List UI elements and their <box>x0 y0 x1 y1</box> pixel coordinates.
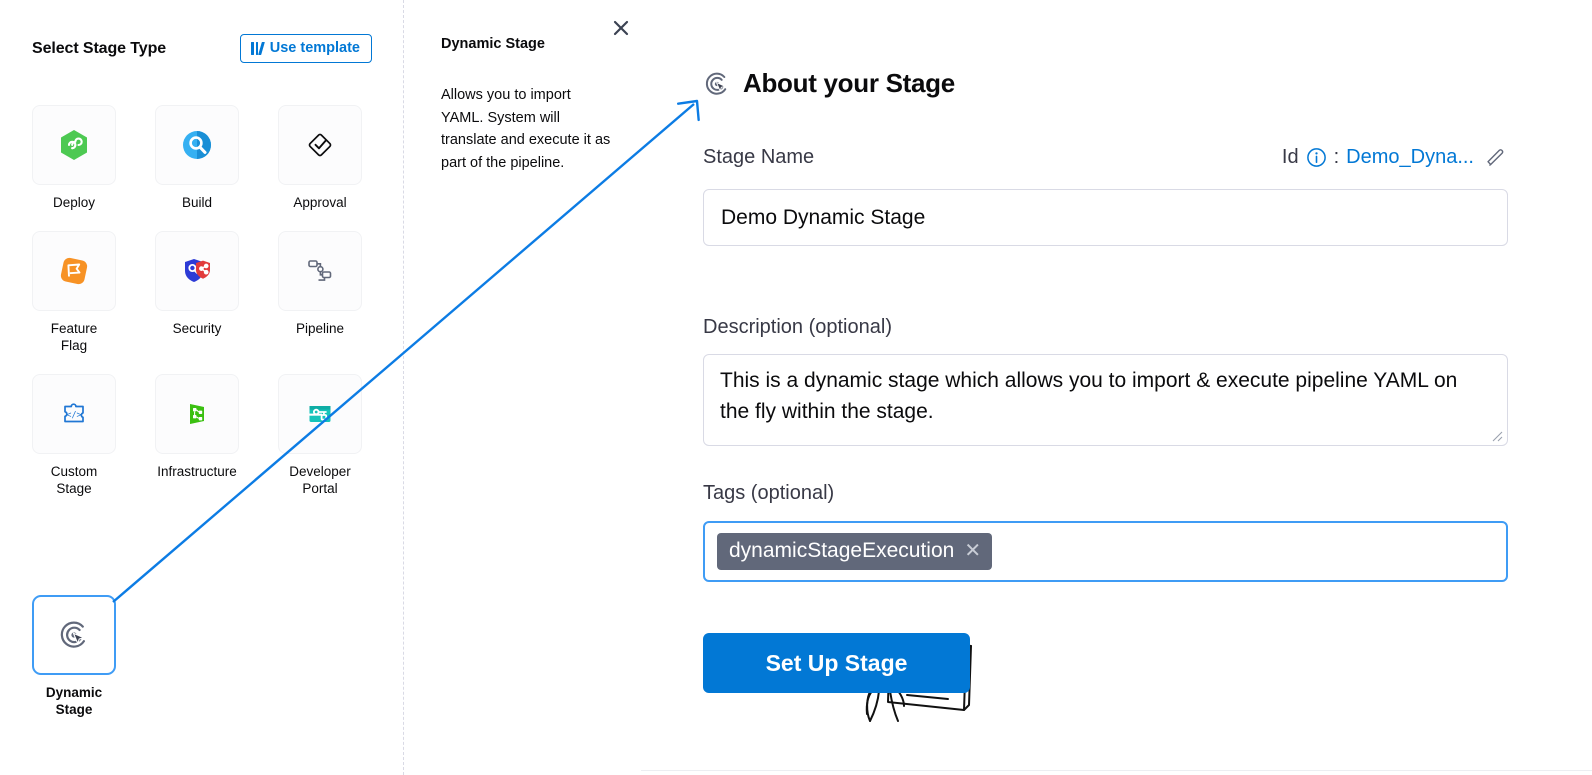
deploy-hexagon-icon <box>57 128 91 162</box>
bottom-divider <box>641 770 1592 771</box>
stage-tile-label: Infrastructure <box>157 463 237 480</box>
about-your-stage-heading: About your Stage <box>743 68 955 99</box>
stage-type-custom-stage[interactable]: </> Custom Stage <box>32 374 116 497</box>
stage-type-security[interactable]: Security <box>155 231 239 354</box>
stage-tile[interactable] <box>155 231 239 311</box>
description-label: Description (optional) <box>703 316 892 339</box>
stage-info-title: Dynamic Stage <box>441 36 545 52</box>
stage-tile-label: Dynamic Stage <box>32 684 116 718</box>
tag-remove-icon[interactable]: ✕ <box>964 541 981 561</box>
set-up-stage-button[interactable]: Set Up Stage <box>703 633 970 693</box>
close-icon <box>612 19 630 37</box>
security-shields-icon <box>180 254 214 288</box>
dynamic-stage-cursor-icon <box>702 69 732 99</box>
stage-tile[interactable] <box>155 105 239 185</box>
stage-id-group: Id : Demo_Dyna... <box>1282 146 1508 169</box>
page-title: Select Stage Type <box>32 40 166 58</box>
about-your-stage-panel: About your Stage Stage Name Id : Demo_Dy… <box>641 0 1592 775</box>
tags-label: Tags (optional) <box>703 482 834 505</box>
stage-type-infrastructure[interactable]: Infrastructure <box>155 374 239 497</box>
stage-tile-label: Developer Portal <box>289 463 351 497</box>
stage-id-value: Demo_Dyna... <box>1346 146 1474 169</box>
stage-tile[interactable] <box>32 105 116 185</box>
template-bars-icon <box>251 42 263 55</box>
stage-tile[interactable]: </> <box>32 374 116 454</box>
stage-id-label: Id <box>1282 146 1299 169</box>
developer-portal-icon <box>304 398 336 430</box>
stage-tile[interactable] <box>278 374 362 454</box>
about-header: About your Stage <box>702 68 955 99</box>
stage-tile-label: Deploy <box>53 194 95 211</box>
stage-type-feature-flag[interactable]: Feature Flag <box>32 231 116 354</box>
svg-text:</>: </> <box>66 409 81 419</box>
stage-tile[interactable] <box>278 105 362 185</box>
stage-type-developer-portal[interactable]: Developer Portal <box>278 374 362 497</box>
stage-tile-label: Build <box>182 194 212 211</box>
stage-tile-label: Approval <box>293 194 346 211</box>
stage-type-grid: Deploy Build <box>32 105 372 497</box>
stage-tile[interactable] <box>32 231 116 311</box>
stage-name-label: Stage Name <box>703 146 814 169</box>
description-textarea[interactable] <box>703 354 1508 446</box>
stage-name-input[interactable] <box>703 189 1508 246</box>
stage-type-dynamic-stage[interactable]: Dynamic Stage <box>32 595 116 718</box>
use-template-button[interactable]: Use template <box>240 34 372 63</box>
infrastructure-icon <box>181 398 213 430</box>
edit-stage-id-button[interactable] <box>1486 147 1508 169</box>
dynamic-stage-cursor-icon <box>56 617 92 653</box>
tag-chip: dynamicStageExecution ✕ <box>717 533 992 570</box>
approval-check-icon <box>303 128 337 162</box>
tag-chip-label: dynamicStageExecution <box>729 537 954 565</box>
tags-input[interactable]: dynamicStageExecution ✕ <box>703 521 1508 582</box>
stage-tile-label: Pipeline <box>296 320 344 337</box>
stage-id-separator: : <box>1334 146 1340 169</box>
stage-info-panel: Dynamic Stage Allows you to import YAML.… <box>404 0 640 775</box>
feature-flag-icon <box>57 254 91 288</box>
stage-tile-label: Feature Flag <box>51 320 98 354</box>
info-icon[interactable] <box>1306 147 1327 168</box>
stage-info-description: Allows you to import YAML. System will t… <box>441 84 611 174</box>
stage-name-row: Stage Name Id : Demo_Dyna... <box>703 146 1508 169</box>
left-panel-header: Select Stage Type Use template <box>32 34 372 63</box>
build-magnifier-icon <box>180 128 214 162</box>
stage-tile-selected[interactable] <box>32 595 116 675</box>
use-template-label: Use template <box>270 40 360 56</box>
stage-type-deploy[interactable]: Deploy <box>32 105 116 211</box>
pencil-icon <box>1486 147 1508 169</box>
stage-type-approval[interactable]: Approval <box>278 105 362 211</box>
custom-stage-code-icon: </> <box>58 398 90 430</box>
stage-tile[interactable] <box>155 374 239 454</box>
pipeline-nodes-icon <box>304 255 336 287</box>
stage-tile-label: Custom Stage <box>51 463 98 497</box>
stage-tile-label: Security <box>173 320 222 337</box>
select-stage-type-panel: Select Stage Type Use template Deploy <box>0 0 403 775</box>
close-button[interactable] <box>608 15 634 41</box>
stage-type-pipeline[interactable]: Pipeline <box>278 231 362 354</box>
stage-type-build[interactable]: Build <box>155 105 239 211</box>
stage-tile[interactable] <box>278 231 362 311</box>
